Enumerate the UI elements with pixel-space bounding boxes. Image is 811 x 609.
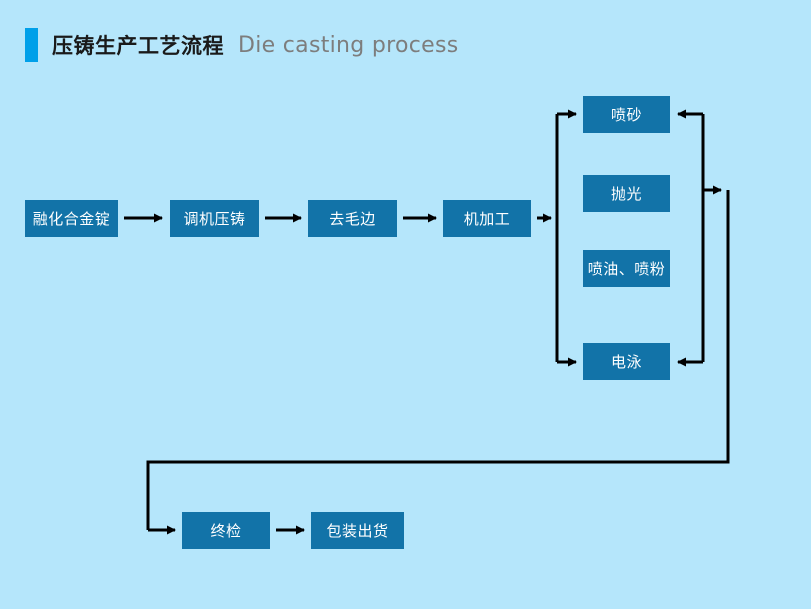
node-sandblasting[interactable]: 喷砂 [583,96,670,133]
title-english: Die casting process [238,32,459,58]
node-final-inspection[interactable]: 终检 [182,512,270,549]
node-machine-die-casting[interactable]: 调机压铸 [170,200,259,237]
node-electrophoresis[interactable]: 电泳 [583,343,670,380]
title-accent-bar [25,28,38,62]
page-title: 压铸生产工艺流程 Die casting process [25,26,459,64]
node-melt-alloy-ingot[interactable]: 融化合金锭 [25,200,118,237]
node-polishing[interactable]: 抛光 [583,175,670,212]
title-chinese: 压铸生产工艺流程 [52,34,224,58]
node-packing-shipment[interactable]: 包装出货 [311,512,404,549]
node-deburring[interactable]: 去毛边 [308,200,397,237]
node-machining[interactable]: 机加工 [443,200,531,237]
node-spray-painting[interactable]: 喷油、喷粉 [583,250,670,287]
